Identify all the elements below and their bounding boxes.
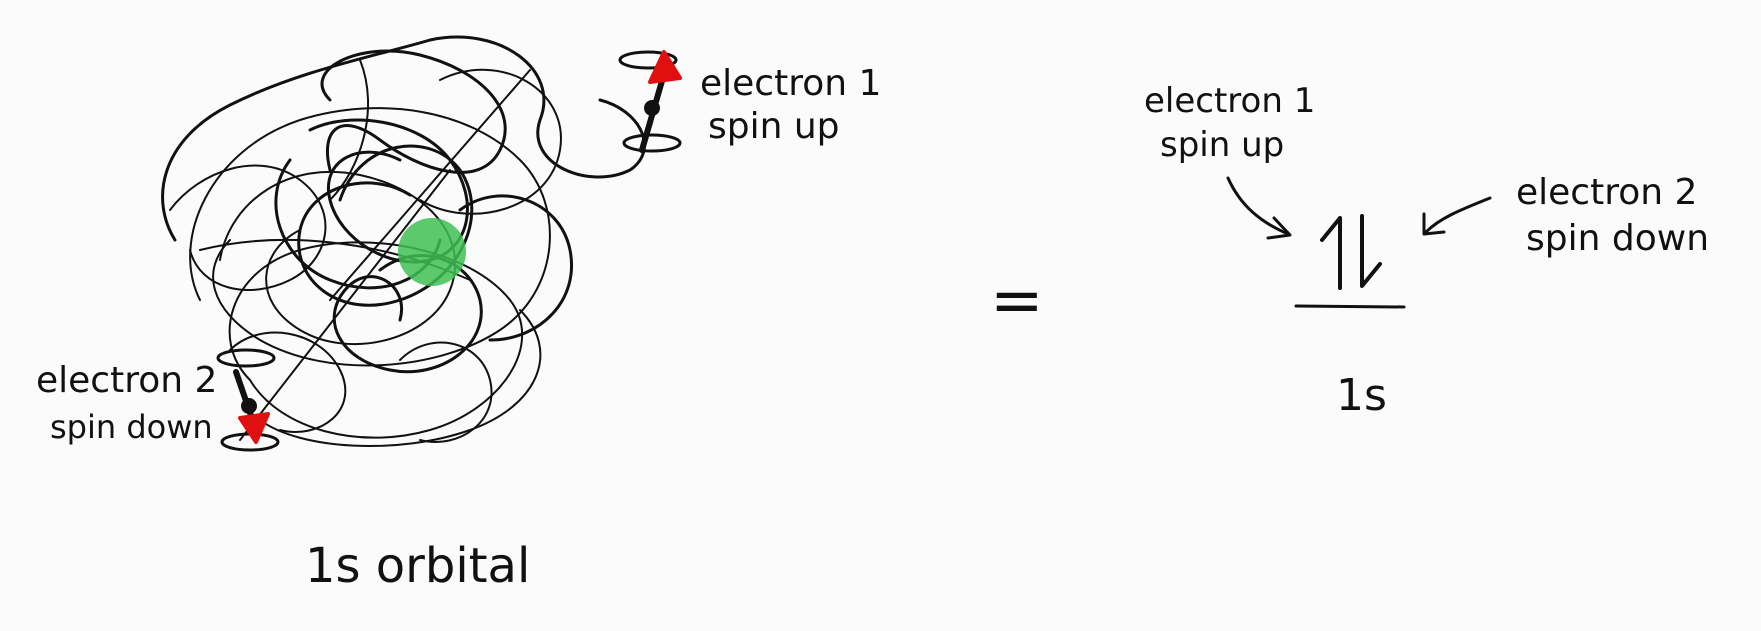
electron-2-spin-label: spin down (50, 408, 213, 446)
energy-level-line (1294, 304, 1406, 309)
pointer-arrow-electron-2 (1422, 196, 1492, 236)
orbital-cloud (161, 35, 646, 447)
equals-sign: = (990, 264, 1044, 338)
electron-1-spin-marker (618, 50, 682, 153)
pointer-arrow-electron-1 (1226, 176, 1292, 240)
right-electron-2-label: electron 2 (1516, 172, 1697, 213)
spin-pair (1320, 214, 1382, 290)
electron-2-label: electron 2 (36, 360, 217, 401)
orbital-caption: 1s orbital (305, 538, 530, 594)
nucleus (398, 218, 466, 286)
spin-up-arrow-icon (648, 50, 682, 84)
spin-down-arrow-icon (238, 412, 270, 444)
electron-1-spin-label: spin up (708, 106, 840, 147)
right-electron-1-spin-label: spin up (1160, 125, 1284, 165)
down-spin-half-arrow-icon (1360, 214, 1382, 288)
right-electron-1-label: electron 1 (1144, 81, 1315, 121)
level-label: 1s (1336, 370, 1387, 421)
right-electron-2-spin-label: spin down (1526, 218, 1709, 259)
electron-2-spin-marker (216, 348, 280, 452)
electron-1-label: electron 1 (700, 63, 881, 104)
up-spin-half-arrow-icon (1320, 216, 1342, 290)
